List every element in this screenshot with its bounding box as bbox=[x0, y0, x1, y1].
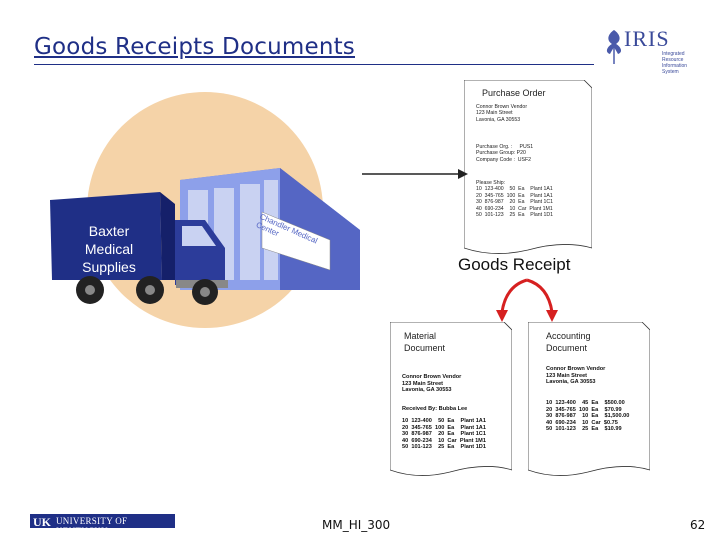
uk-logo: UK UNIVERSITY OF KENTUCKY bbox=[30, 514, 175, 536]
md-vendor-address: Connor Brown Vendor 123 Main Street Lavo… bbox=[402, 374, 462, 394]
purchase-order-title: Purchase Order bbox=[482, 88, 546, 98]
po-vendor-address: Connor Brown Vendor 123 Main Street Lavo… bbox=[476, 104, 528, 123]
title-underline bbox=[34, 64, 594, 65]
material-document-title: Material Document bbox=[404, 331, 446, 353]
uk-logo-text: UNIVERSITY OF KENTUCKY bbox=[56, 516, 128, 536]
purchase-order-document: Purchase Order Connor Brown Vendor 123 M… bbox=[464, 80, 592, 255]
ad-line-items: 10 123-400 45 Ea $500.00 20 345-765 100 … bbox=[546, 400, 630, 433]
red-split-arrows-icon bbox=[496, 278, 558, 322]
md-line-items: 10 123-400 50 Ea Plant 1A1 20 345-765 10… bbox=[402, 418, 486, 451]
material-document: Material Document Connor Brown Vendor 12… bbox=[390, 322, 512, 477]
accounting-document: Accounting Document Connor Brown Vendor … bbox=[528, 322, 650, 477]
slide-title: Goods Receipts Documents bbox=[34, 34, 355, 60]
arrow-to-po-icon bbox=[362, 169, 468, 179]
uk-logo-mark: UK bbox=[33, 515, 51, 529]
footer-course-code: MM_HI_300 bbox=[322, 518, 391, 532]
truck-label: Baxter Medical Supplies bbox=[82, 223, 136, 275]
iris-logo: IRIS Integrated Resource Information Sys… bbox=[600, 24, 700, 75]
truck-building-illustration bbox=[50, 92, 360, 328]
iris-logo-subtitle: Integrated Resource Information System bbox=[662, 51, 688, 75]
md-received-by: Received By: Bubba Lee bbox=[402, 406, 468, 412]
truck-body bbox=[50, 192, 162, 280]
iris-logo-text: IRIS bbox=[624, 26, 670, 51]
ad-vendor-address: Connor Brown Vendor 123 Main Street Lavo… bbox=[546, 366, 606, 386]
goods-receipt-label: Goods Receipt bbox=[458, 255, 571, 274]
po-line-items: Please Ship: 10 123-400 50 Ea Plant 1A1 … bbox=[476, 180, 553, 219]
page-number: 62 bbox=[690, 518, 706, 532]
accounting-document-title: Accounting Document bbox=[546, 331, 591, 353]
po-org-info: Purchase Org. : PUS1 Purchase Group: P20… bbox=[476, 144, 534, 163]
iris-flower-icon bbox=[606, 30, 622, 64]
